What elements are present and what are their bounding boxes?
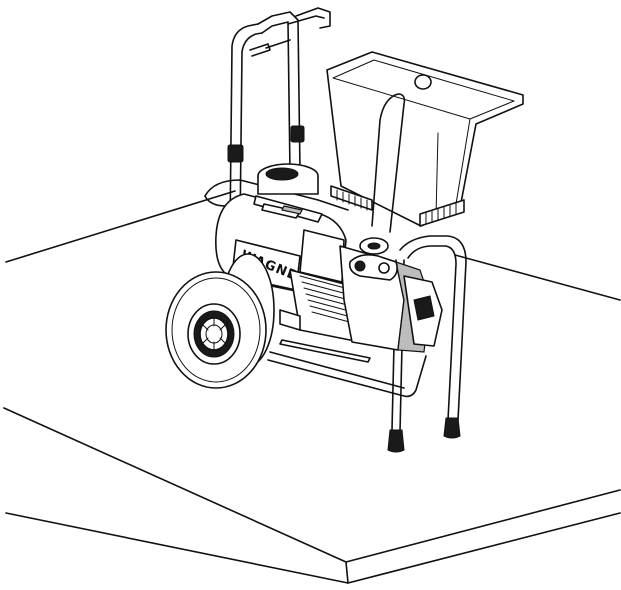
cart-wheel [165,253,275,389]
paint-hopper [326,51,524,233]
frame-foot-right [443,417,461,439]
hopper-hole [414,74,432,90]
floor-platform [3,190,621,584]
cart-handle [227,7,331,231]
frame-foot-left [387,429,405,453]
handle-clamp-right [290,125,305,143]
handle-clamp-left [227,144,244,163]
